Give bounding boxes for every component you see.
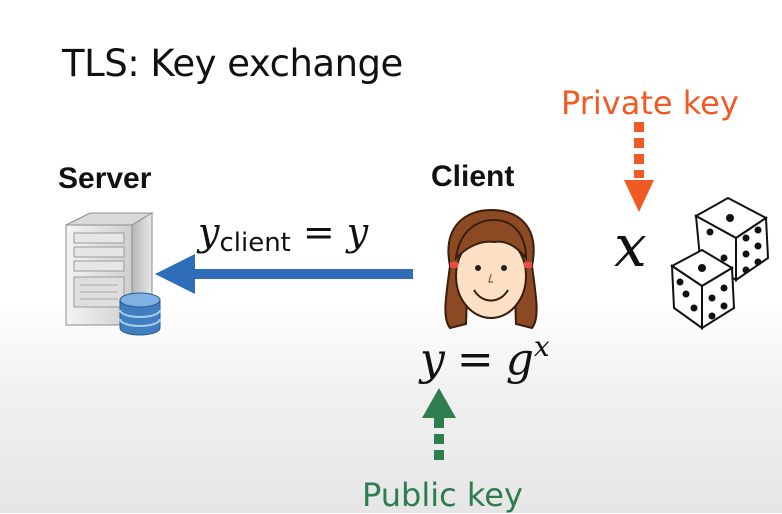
public-key-arrow <box>422 388 456 460</box>
private-key-label: Private key <box>561 84 739 122</box>
y-symbol: y <box>198 210 220 254</box>
equals-sign: = <box>456 334 494 385</box>
private-key-arrow <box>624 122 654 212</box>
dice-icon <box>670 196 770 330</box>
slide-title: TLS: Key exchange <box>62 42 403 85</box>
public-key-equation: y=gx <box>420 330 550 385</box>
server-icon <box>65 212 154 326</box>
x-exponent: x <box>533 330 550 363</box>
server-label: Server <box>58 162 152 195</box>
private-x-symbol: x <box>614 212 647 280</box>
public-key-label: Public key <box>362 476 523 514</box>
y-client-equation: yclient=y <box>198 210 368 258</box>
send-arrow <box>155 254 413 294</box>
equals-sign: = <box>302 210 335 254</box>
client-label: Client <box>431 160 515 193</box>
database-icon <box>119 292 161 336</box>
client-avatar-icon <box>444 208 538 330</box>
client-subscript: client <box>219 228 291 258</box>
g-symbol: g <box>505 334 534 385</box>
y-symbol: y <box>346 210 369 254</box>
y-symbol: y <box>420 334 445 385</box>
